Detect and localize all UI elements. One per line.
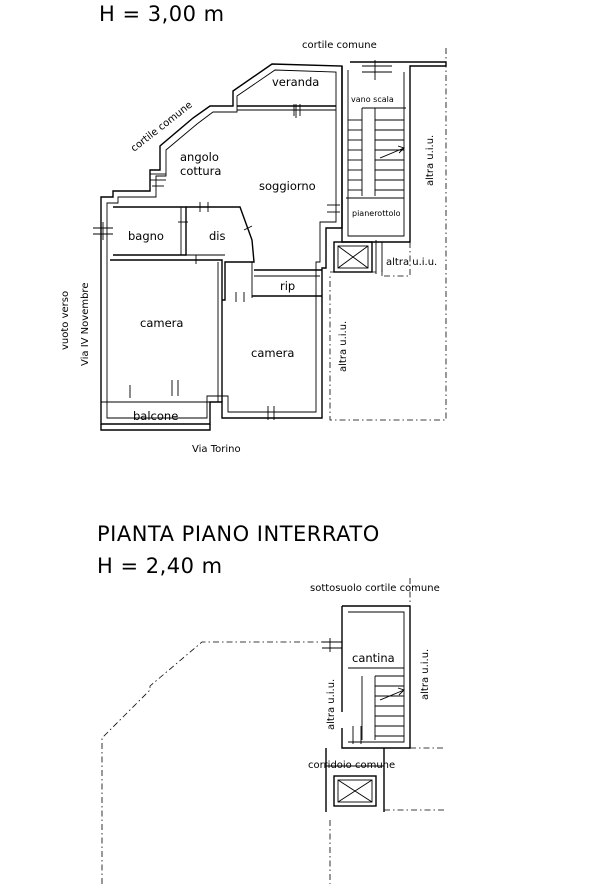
label-bagno: bagno [128,229,164,243]
label-balcone: balcone [133,409,178,423]
apartment-outer-wall [100,63,343,425]
label-altra-uiu-basement-right: altra u.i.u. [420,649,431,700]
camera-partition [110,259,223,300]
basement-elevator-shaft [333,775,377,807]
bagno-walls [113,206,187,256]
label-cortile-comune-top: cortile comune [302,40,377,51]
label-rip: rip [280,279,295,293]
door-window-marks [93,104,340,420]
upper-floor-plan: H = 3,00 m cortile comune veranda vano s… [60,2,447,455]
label-dis: dis [209,229,226,243]
label-veranda: veranda [272,75,319,89]
label-cantina: cantina [352,651,395,665]
label-camera-left: camera [140,316,183,330]
label-via-torino: Via Torino [192,444,241,455]
label-altra-uiu-right: altra u.i.u. [425,135,436,186]
label-vuoto-verso: vuoto verso [60,291,71,350]
upper-stair-window [362,60,392,80]
upper-height-label: H = 3,00 m [99,2,225,26]
label-cortile-comune-side: cortile comune [129,100,195,155]
upper-boundary-line [329,48,447,421]
basement-building-outline [101,641,331,884]
corridoio-walls [325,748,385,812]
label-soggiorno: soggiorno [259,179,316,193]
label-pianerottolo: pianerottolo [352,209,401,218]
basement-stair-treads [375,685,405,737]
balcone-railing [100,424,211,431]
label-camera-right: camera [251,346,294,360]
apartment-inner-wall [106,69,337,419]
label-cottura: cottura [180,164,221,178]
basement-height-label: H = 2,40 m [97,554,223,578]
label-corridoio-comune: corridoio comune [308,760,395,771]
label-altra-uiu-mid: altra u.i.u. [386,257,437,268]
basement-plan: PIANTA PIANO INTERRATO H = 2,40 m [97,522,446,884]
label-via-iv-novembre: Via IV Novembre [80,283,91,366]
label-angolo: angolo [180,150,219,164]
upper-elevator-shaft [333,240,383,274]
cantina-walls [341,605,411,749]
label-altra-uiu-basement-left: altra u.i.u. [326,679,337,730]
label-sottosuolo: sottosuolo cortile comune [310,583,440,594]
upper-stair-treads [348,119,405,191]
dis-walls [186,206,255,301]
basement-title: PIANTA PIANO INTERRATO [97,522,380,546]
label-altra-uiu-low: altra u.i.u. [338,321,349,372]
label-vano-scala: vano scala [351,95,394,104]
